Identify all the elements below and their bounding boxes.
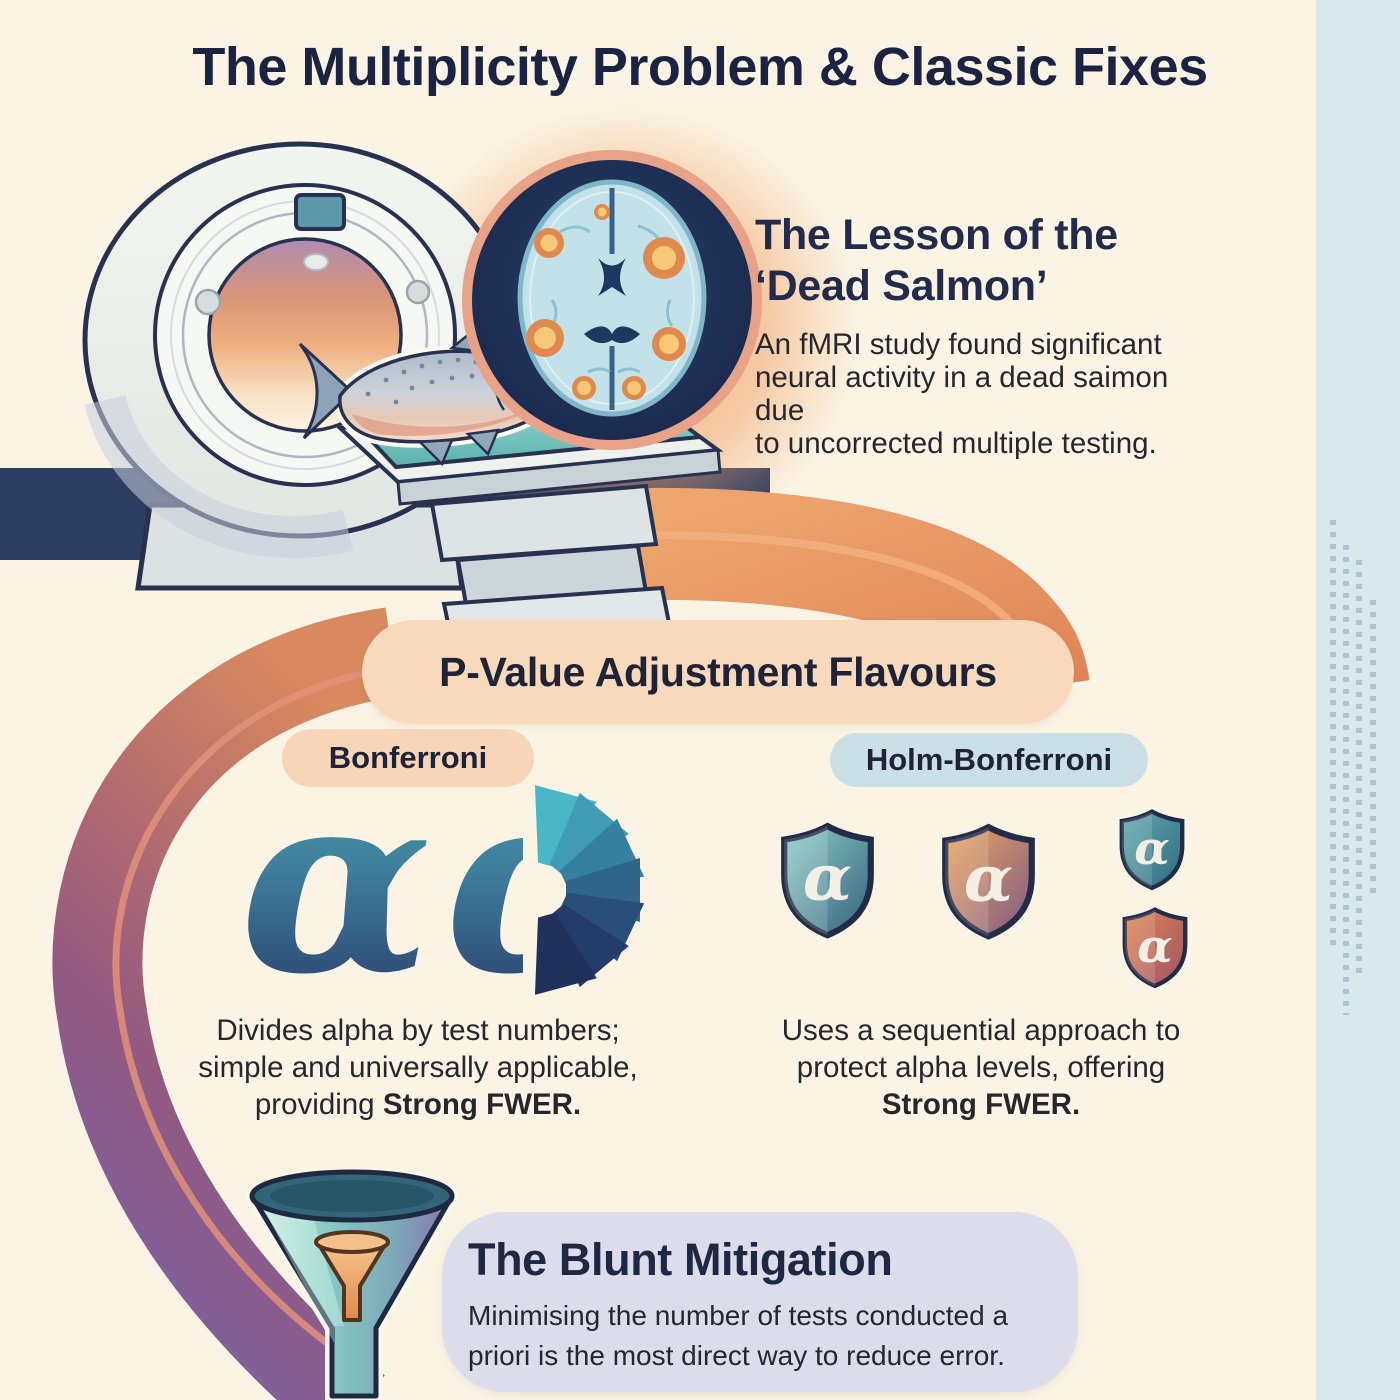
bonferroni-pill: Bonferroni [282, 729, 534, 787]
page-title: The Multiplicity Problem & Classic Fixes [192, 37, 1208, 97]
shield-alpha-icons: α α α α [760, 795, 1210, 1000]
funnel-icon [245, 1169, 459, 1400]
faint-code-column [1356, 560, 1362, 980]
shield-alpha-icon-small: α [1125, 910, 1185, 986]
activation-blobs [526, 204, 686, 400]
alpha-symbol-cut: α [445, 770, 637, 1010]
mitigation-heading: The Blunt Mitigation [468, 1234, 893, 1285]
holm-bonferroni-pill: Holm-Bonferroni [830, 733, 1148, 787]
alpha-fan-slices [534, 785, 645, 995]
lesson-heading: The Lesson of the ‘Dead Salmon’ [755, 211, 1118, 310]
holm-caption: Uses a sequential approach to protect al… [781, 1014, 1181, 1121]
svg-text:α: α [1137, 919, 1172, 973]
faint-code-column [1370, 600, 1376, 900]
shield-alpha-icon-small: α [1122, 812, 1182, 888]
scanner-screen [294, 193, 346, 231]
side-accent-strip [1316, 0, 1400, 1400]
inner-funnel [314, 1230, 390, 1322]
mitigation-box: The Blunt Mitigation Minimising the numb… [442, 1212, 1078, 1392]
banner-label: P-Value Adjustment Flavours [439, 648, 997, 695]
split-alpha-icon: α α [240, 770, 645, 1010]
svg-text:α: α [803, 840, 852, 915]
flow-arc-left [52, 607, 400, 1400]
mri-scanner-icon [82, 141, 518, 591]
svg-text:α: α [1134, 821, 1169, 875]
bonferroni-caption: Divides alpha by test numbers; simple an… [198, 1014, 638, 1121]
lesson-body: An fMRI study found significant neural a… [755, 328, 1169, 460]
section-banner: P-Value Adjustment Flavours [362, 620, 1074, 724]
shield-alpha-icon: α [945, 827, 1032, 936]
mitigation-body: Minimising the number of tests conducted… [468, 1300, 1009, 1371]
brain-scan-icon [462, 150, 762, 450]
lesson-section: The Lesson of the ‘Dead Salmon’ An fMRI … [755, 210, 1225, 460]
alpha-symbol: α [240, 770, 432, 1010]
svg-text:α: α [964, 841, 1013, 916]
faint-code-column [1343, 545, 1349, 1015]
faint-code-column [1330, 520, 1336, 950]
shield-alpha-icon: α [784, 826, 871, 935]
